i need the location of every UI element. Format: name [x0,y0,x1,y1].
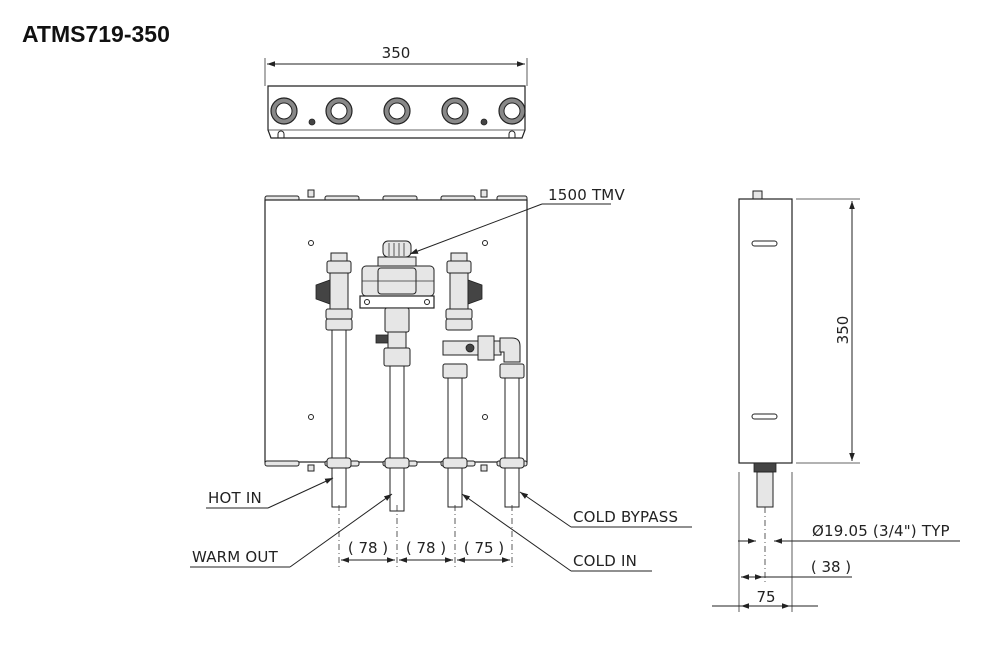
dim-pipe-diameter: Ø19.05 (3/4") TYP [812,522,950,540]
tmv-valve [359,240,435,367]
callout-tmv: 1500 TMV [548,186,625,204]
top-view: 350 [264,44,528,139]
top-port-3 [383,97,411,125]
drawing-title: ATMS719-350 [22,21,170,47]
dim-spacing-1: ( 78 ) [348,539,388,557]
callout-cold-bypass: COLD BYPASS [573,508,678,526]
dim-top-width: 350 [382,44,411,62]
top-port-5 [498,97,526,125]
cold-bypass-fitting [442,335,525,379]
dim-depth: 75 [756,588,775,606]
callout-hot-in: HOT IN [208,489,262,507]
side-view: 350 Ø19.05 (3/4") TYP ( 38 ) 75 [712,190,960,612]
dim-spacing-2: ( 78 ) [406,539,446,557]
top-port-2 [325,97,353,125]
dim-side-height: 350 [834,316,852,345]
cold-isolation-valve [445,252,483,331]
top-port-1 [270,97,298,125]
callout-warm-out: WARM OUT [192,548,279,566]
dim-spacing-3: ( 75 ) [464,539,504,557]
top-port-4 [441,97,469,125]
front-view: ( 78 ) ( 78 ) ( 75 ) 1500 TMV HOT IN WAR… [190,186,692,572]
callout-cold-in: COLD IN [573,552,637,570]
dim-pipe-offset: ( 38 ) [811,558,851,576]
hot-isolation-valve [315,252,353,331]
